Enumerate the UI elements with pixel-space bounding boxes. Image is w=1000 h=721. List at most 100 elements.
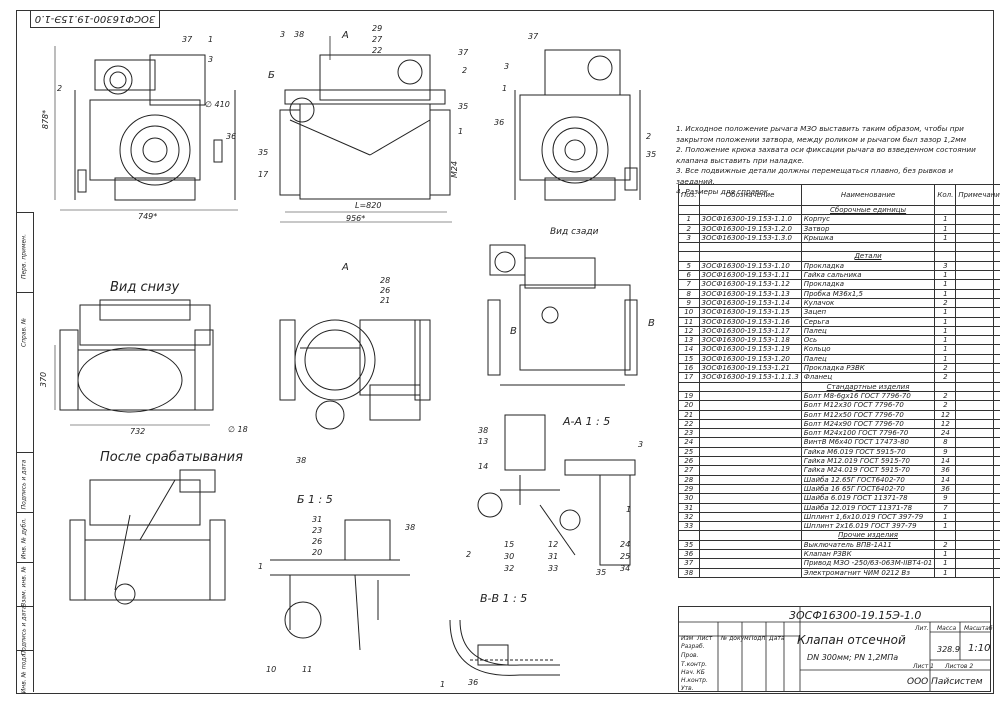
side-width-dim: 956* (346, 214, 365, 223)
spec-name: Выключатель ВПВ-1А11 (801, 540, 935, 549)
callout: 36 (494, 118, 504, 127)
spec-name: Привод МЗО -250/63-063М-IIBT4-01 (801, 559, 935, 568)
spec-pos: 26 (679, 457, 700, 466)
spec-designation: 3ОСФ16300-19.153-1.11 (699, 271, 801, 280)
spec-pos: 31 (679, 503, 700, 512)
section-marker-v-left: В (510, 326, 517, 337)
spec-name: Шайба 12.65Г ГОСТ6402-70 (801, 475, 935, 484)
note: 2. Положение крюка захвата оси фиксации … (676, 145, 991, 166)
spec-pos: 13 (679, 336, 700, 345)
section-aa-title: А-А 1 : 5 (563, 415, 610, 428)
callout: 29 (372, 24, 382, 33)
tb-role: Нач. КБ (681, 669, 705, 676)
spec-pos: 16 (679, 364, 700, 373)
callout: 35 (596, 568, 606, 577)
title-block-subtitle: DN 300мм; PN 1,2МПа (807, 653, 898, 662)
spec-name: Затвор (801, 224, 935, 233)
tb-col-head: Лист (697, 635, 712, 642)
bottom-w-dim: 732 (130, 427, 145, 436)
spec-qty: 1 (935, 354, 956, 363)
spec-pos: 1 (679, 215, 700, 224)
spec-designation: 3ОСФ16300-19.153-1.15 (699, 308, 801, 317)
spec-note (956, 484, 1000, 493)
callout: 1 (208, 35, 213, 44)
spec-qty: 2 (935, 373, 956, 382)
callout: 1 (440, 680, 445, 689)
spec-header: Кол. (935, 185, 956, 206)
spec-designation: 3ОСФ16300-19.153-1.1.0 (699, 215, 801, 224)
spec-note (956, 289, 1000, 298)
spec-section-title: Стандартные изделия (801, 382, 935, 391)
callout: 34 (620, 564, 630, 573)
spec-note (956, 233, 1000, 242)
section-marker-a-top: А (342, 30, 349, 41)
spec-pos: 7 (679, 280, 700, 289)
spec-pos: 5 (679, 261, 700, 270)
spec-designation (699, 391, 801, 400)
after-view-title: После срабатывания (100, 450, 243, 465)
spec-qty: 1 (935, 512, 956, 521)
callout: 22 (372, 46, 382, 55)
spec-qty: 1 (935, 289, 956, 298)
tb-sheet: Лист 1 (913, 663, 934, 670)
spec-name: Гайка М12.019 ГОСТ 5915-70 (801, 457, 935, 466)
tb-role: Т.контр. (681, 661, 707, 668)
spec-qty: 1 (935, 336, 956, 345)
callout: 2 (646, 132, 651, 141)
spec-name: Кулачок (801, 298, 935, 307)
spec-qty: 1 (935, 280, 956, 289)
spec-qty: 36 (935, 484, 956, 493)
spec-note (956, 522, 1000, 531)
spec-pos: 36 (679, 549, 700, 558)
spec-pos: 17 (679, 373, 700, 382)
spec-pos: 14 (679, 345, 700, 354)
spec-note (956, 215, 1000, 224)
spec-designation (699, 438, 801, 447)
spec-qty: 1 (935, 317, 956, 326)
spec-designation: 3ОСФ16300-19.153-1.1.1.3 (699, 373, 801, 382)
spec-designation (699, 243, 801, 252)
spec-name: Шайба 12.019 ГОСТ 11371-78 (801, 503, 935, 512)
tb-role: Утв. (681, 685, 694, 692)
spec-qty: 2 (935, 391, 956, 400)
spec-name: Клапан РЗВК (801, 549, 935, 558)
spec-note (956, 559, 1000, 568)
spec-pos: 19 (679, 391, 700, 400)
spec-note (956, 354, 1000, 363)
spec-designation (699, 484, 801, 493)
note: 1. Исходное положение рычага МЗО выстави… (676, 124, 991, 145)
rear-view (488, 245, 637, 385)
spec-designation (699, 401, 801, 410)
spec-section-row: Стандартные изделия (679, 382, 1000, 391)
spec-designation (699, 540, 801, 549)
callout: 33 (548, 564, 558, 573)
spec-qty: 9 (935, 447, 956, 456)
callout: 26 (312, 537, 322, 546)
spec-designation: 3ОСФ16300-19.153-1.21 (699, 364, 801, 373)
spec-qty: 8 (935, 438, 956, 447)
spec-designation: 3ОСФ16300-19.153-1.16 (699, 317, 801, 326)
spec-pos: 27 (679, 466, 700, 475)
spec-row (679, 243, 1000, 252)
spec-pos: 24 (679, 438, 700, 447)
spec-designation (699, 466, 801, 475)
spec-qty: 12 (935, 419, 956, 428)
spec-designation (699, 429, 801, 438)
callout: 36 (226, 132, 236, 141)
title-block: 3ОСФ16300-19.15Э-1.0 Клапан отсечной DN … (678, 606, 991, 692)
spec-note (956, 391, 1000, 400)
spec-note (956, 512, 1000, 521)
spec-qty: 14 (935, 475, 956, 484)
front-hole-dim: ∅ 410 (205, 100, 230, 109)
spec-name: Шплинт 2х16.019 ГОСТ 397-79 (801, 522, 935, 531)
spec-note (956, 224, 1000, 233)
spec-qty: 3 (935, 261, 956, 270)
